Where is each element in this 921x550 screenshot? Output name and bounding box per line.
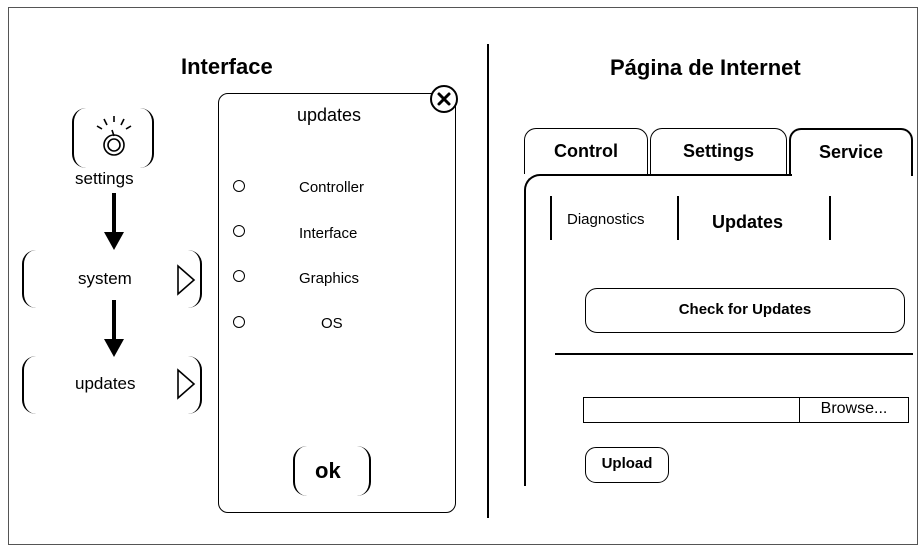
tab-settings-label: Settings xyxy=(682,141,754,161)
file-path-input[interactable] xyxy=(583,397,800,423)
section-separator xyxy=(555,353,913,355)
option-graphics-label: Graphics xyxy=(299,270,360,287)
flow-settings-label: settings xyxy=(75,169,134,188)
radio-controller[interactable] xyxy=(233,180,245,192)
dialog-title: updates xyxy=(297,105,362,125)
flow-arrow-2-head xyxy=(104,339,124,357)
updates-item[interactable] xyxy=(22,356,202,414)
ok-button[interactable] xyxy=(293,446,371,496)
flow-updates-label: updates xyxy=(75,374,136,393)
option-controller-label: Controller xyxy=(299,179,365,196)
flow-system-label: system xyxy=(78,269,132,288)
subtab-separator xyxy=(829,196,831,240)
upload-button[interactable]: Upload xyxy=(585,447,669,483)
web-page-title: Página de Internet xyxy=(610,55,801,80)
subtab-updates[interactable]: Updates xyxy=(712,212,784,232)
flow-arrow-1 xyxy=(112,193,116,233)
browse-label: Browse... xyxy=(820,400,888,417)
flow-arrow-2 xyxy=(112,300,116,340)
close-button[interactable] xyxy=(430,85,458,113)
subtab-diagnostics[interactable]: Diagnostics xyxy=(567,211,645,228)
tab-control-label: Control xyxy=(554,141,618,161)
subtab-separator xyxy=(677,196,679,240)
flow-arrow-1-head xyxy=(104,232,124,250)
settings-icon-frame[interactable] xyxy=(72,108,154,168)
radio-os[interactable] xyxy=(233,316,245,328)
canvas-frame xyxy=(8,7,918,545)
knob-icon xyxy=(96,116,132,156)
browse-button[interactable]: Browse... xyxy=(799,397,909,423)
panel-frame xyxy=(524,174,792,486)
subtab-separator xyxy=(550,196,552,240)
tab-service[interactable]: Service xyxy=(789,128,913,176)
option-os-label: OS xyxy=(321,315,343,332)
check-updates-button[interactable]: Check for Updates xyxy=(585,288,905,333)
close-icon xyxy=(437,92,451,106)
tab-service-label: Service xyxy=(818,142,884,162)
radio-graphics[interactable] xyxy=(233,270,245,282)
panel-frame-corner xyxy=(911,174,913,176)
upload-label: Upload xyxy=(601,455,653,472)
vertical-divider xyxy=(487,44,489,518)
tab-control[interactable]: Control xyxy=(524,128,648,174)
radio-interface[interactable] xyxy=(233,225,245,237)
check-updates-label: Check for Updates xyxy=(678,301,812,318)
updates-dialog xyxy=(218,93,456,513)
interface-title: Interface xyxy=(181,54,273,79)
chevron-right-icon[interactable] xyxy=(176,264,196,296)
system-item[interactable] xyxy=(22,250,202,308)
chevron-right-icon[interactable] xyxy=(176,368,196,400)
tab-settings[interactable]: Settings xyxy=(650,128,787,174)
ok-label: ok xyxy=(315,458,341,483)
option-interface-label: Interface xyxy=(299,225,358,242)
